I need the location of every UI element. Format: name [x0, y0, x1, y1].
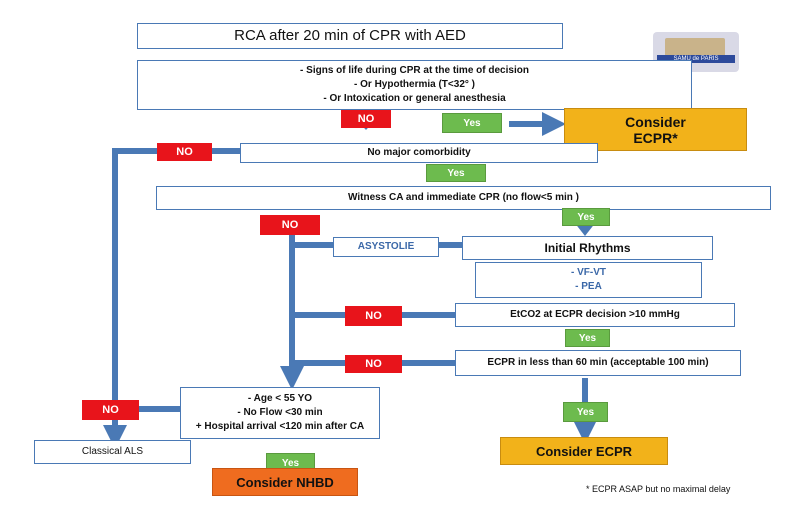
no-label-3: NO — [260, 215, 320, 235]
logo-label: SAMU de PARIS — [657, 55, 735, 63]
nhbd-line-3: + Hospital arrival <120 min after CA — [195, 421, 365, 432]
yes-label-3: Yes — [562, 208, 610, 226]
consider-nhbd-box: Consider NHBD — [212, 468, 358, 496]
classical-als-box: Classical ALS — [34, 440, 191, 464]
consider-ecpr-star-box: Consider ECPR* — [564, 108, 747, 151]
nhbd-line-2: - No Flow <30 min — [237, 407, 323, 418]
criteria-line-1: - Signs of life during CPR at the time o… — [300, 65, 529, 76]
initial-rhythms-box: Initial Rhythms — [462, 236, 713, 260]
no-label-5: NO — [345, 355, 402, 373]
title-box: RCA after 20 min of CPR with AED — [137, 23, 563, 49]
nhbd-line-1: - Age < 55 YO — [247, 393, 313, 404]
yes-label-4: Yes — [565, 329, 610, 347]
footnote: * ECPR ASAP but no maximal delay — [586, 484, 731, 494]
yes-label-2: Yes — [426, 164, 486, 182]
criteria-box: - Signs of life during CPR at the time o… — [137, 60, 692, 110]
asystolie-box: ASYSTOLIE — [333, 237, 439, 257]
yes-label-1: Yes — [442, 113, 502, 133]
criteria-line-3: - Or Intoxication or general anesthesia — [323, 93, 506, 104]
rhythm-vf-vt: - VF-VT — [571, 267, 606, 278]
yes-label-5: Yes — [563, 402, 608, 422]
consider-ecpr-box: Consider ECPR — [500, 437, 668, 465]
witness-box: Witness CA and immediate CPR (no flow<5 … — [156, 186, 771, 210]
no-label-4: NO — [345, 306, 402, 326]
criteria-line-2: - Or Hypothermia (T<32° ) — [354, 79, 475, 90]
nhbd-criteria-box: - Age < 55 YO - No Flow <30 min + Hospit… — [180, 387, 380, 439]
no-label-6: NO — [82, 400, 139, 420]
rhythm-pea: - PEA — [575, 281, 602, 292]
ecpr-time-box: ECPR in less than 60 min (acceptable 100… — [455, 350, 741, 376]
comorbidity-box: No major comorbidity — [240, 143, 598, 163]
rhythms-box: - VF-VT - PEA — [475, 262, 702, 298]
etco2-box: EtCO2 at ECPR decision >10 mmHg — [455, 303, 735, 327]
no-label-1: NO — [341, 110, 391, 128]
no-label-2: NO — [157, 143, 212, 161]
